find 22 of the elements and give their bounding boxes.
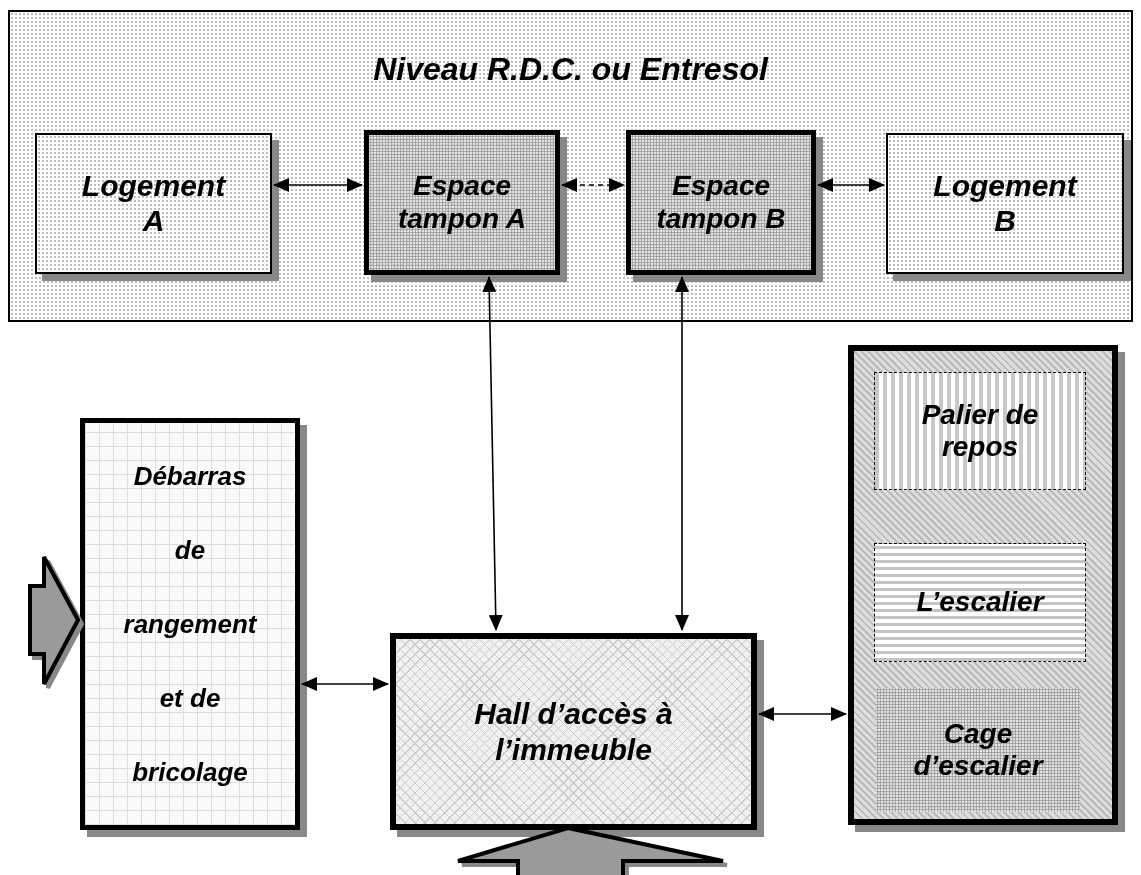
room-label: Cage d’escalier	[912, 717, 1045, 783]
room-label: Espace tampon A	[396, 170, 528, 235]
room-label: Espace tampon B	[655, 170, 787, 235]
room-label: Hall d’accès à l’immeuble	[473, 695, 674, 768]
arrow	[817, 178, 885, 192]
level-title: Niveau R.D.C. ou Entresol	[373, 50, 768, 89]
arrow	[675, 276, 689, 631]
level-band	[8, 10, 1133, 322]
arrow	[758, 707, 847, 721]
stair-box	[874, 543, 1086, 662]
landing-box	[874, 372, 1086, 490]
room-label: Palier de repos	[920, 398, 1040, 464]
arrow	[482, 276, 503, 631]
arrow	[561, 178, 625, 192]
room-label: L’escalier	[916, 586, 1044, 619]
stair-cage-box	[876, 688, 1080, 812]
room-label: Débarras de rangement et de bricolage	[122, 459, 259, 790]
room-label: Logement A	[80, 169, 228, 238]
room-label: Logement B	[932, 169, 1079, 238]
block-arrow	[28, 555, 81, 686]
arrow	[301, 677, 389, 691]
arrow	[273, 178, 363, 192]
